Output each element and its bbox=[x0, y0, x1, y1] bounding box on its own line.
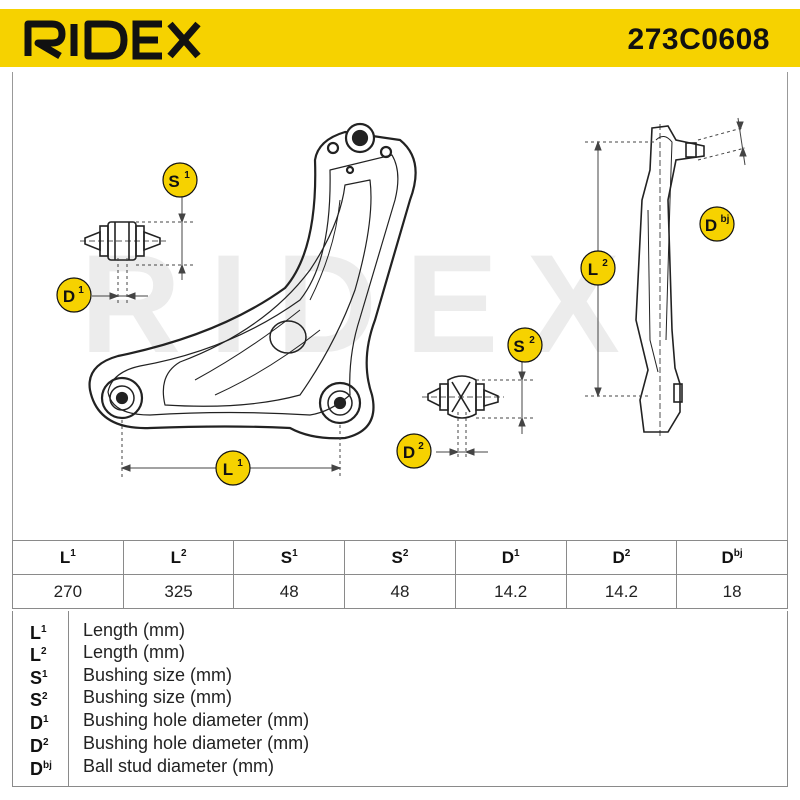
legend-item: D2 Bushing hole diameter (mm) bbox=[30, 733, 310, 756]
specs-value-row: 270 325 48 48 14.2 14.2 18 bbox=[12, 574, 788, 609]
svg-text:D: D bbox=[403, 443, 415, 462]
svg-text:1: 1 bbox=[237, 458, 243, 469]
dimension-d2 bbox=[436, 412, 488, 460]
header-cell: Dbj bbox=[676, 540, 788, 575]
svg-text:2: 2 bbox=[529, 335, 535, 346]
svg-text:2: 2 bbox=[602, 258, 608, 269]
bushing-2-drawing bbox=[422, 375, 504, 419]
legend-item: Dbj Ball stud diameter (mm) bbox=[30, 756, 275, 779]
legend-item: S1 Bushing size (mm) bbox=[30, 665, 233, 688]
ridex-logo bbox=[24, 20, 201, 60]
legend-description: Length (mm) bbox=[83, 642, 186, 662]
bushing-1-drawing bbox=[80, 221, 166, 261]
value-cell: 48 bbox=[344, 574, 456, 609]
svg-text:bj: bj bbox=[721, 214, 730, 225]
svg-text:D: D bbox=[63, 287, 75, 306]
specs-header-row: L1 L2 S1 S2 D1 D2 Dbj bbox=[12, 540, 788, 575]
badge-l2: L 2 bbox=[580, 250, 616, 286]
dimension-s2 bbox=[476, 360, 534, 434]
svg-text:D: D bbox=[705, 216, 717, 235]
value-cell: 18 bbox=[676, 574, 788, 609]
part-number: 273C0608 bbox=[627, 23, 770, 56]
legend-description: Bushing size (mm) bbox=[83, 687, 233, 707]
dimension-dbj bbox=[697, 117, 747, 166]
legend-description: Bushing size (mm) bbox=[83, 665, 233, 685]
badge-d2: D 2 bbox=[396, 433, 432, 469]
legend-item: S2 Bushing size (mm) bbox=[30, 687, 233, 710]
value-cell: 14.2 bbox=[454, 574, 567, 609]
legend-item: L1 Length (mm) bbox=[30, 620, 186, 643]
legend-description: Ball stud diameter (mm) bbox=[83, 756, 275, 776]
svg-text:2: 2 bbox=[418, 441, 424, 452]
value-cell: 48 bbox=[233, 574, 346, 609]
legend-item: D1 Bushing hole diameter (mm) bbox=[30, 710, 310, 733]
header-cell: S1 bbox=[233, 540, 346, 575]
legend-description: Bushing hole diameter (mm) bbox=[83, 710, 310, 730]
header-cell: D2 bbox=[565, 540, 678, 575]
svg-text:L: L bbox=[588, 260, 598, 279]
dimension-d1 bbox=[92, 258, 148, 304]
control-arm-drawing bbox=[88, 122, 417, 440]
value-cell: 325 bbox=[122, 574, 235, 609]
legend-description: Bushing hole diameter (mm) bbox=[83, 733, 310, 753]
legend-divider bbox=[68, 611, 69, 786]
dimension-s1 bbox=[136, 196, 196, 280]
value-cell: 270 bbox=[12, 574, 124, 609]
svg-text:S: S bbox=[168, 172, 179, 191]
legend: L1 Length (mm) L2 Length (mm) S1 Bushing… bbox=[12, 611, 788, 787]
legend-description: Length (mm) bbox=[83, 620, 186, 640]
legend-item: L2 Length (mm) bbox=[30, 642, 186, 665]
drawing-canvas: RIDEX bbox=[56, 117, 747, 486]
technical-drawing bbox=[12, 72, 788, 540]
svg-text:1: 1 bbox=[78, 285, 84, 296]
svg-text:S: S bbox=[513, 337, 524, 356]
header-cell: L1 bbox=[12, 540, 124, 575]
badge-dbj: D bj bbox=[699, 206, 735, 242]
header-cell: L2 bbox=[122, 540, 235, 575]
badge-d1: D 1 bbox=[56, 277, 92, 313]
header-cell: D1 bbox=[454, 540, 567, 575]
header-cell: S2 bbox=[344, 540, 456, 575]
specs-table: L1 L2 S1 S2 D1 D2 Dbj 270 325 48 48 14.2… bbox=[12, 540, 788, 609]
badge-s1: S 1 bbox=[162, 162, 198, 198]
svg-text:1: 1 bbox=[184, 170, 190, 181]
svg-text:L: L bbox=[223, 460, 233, 479]
header: 273C0608 bbox=[0, 0, 800, 72]
value-cell: 14.2 bbox=[565, 574, 678, 609]
control-arm-side-view bbox=[635, 124, 705, 436]
badge-l1: L 1 bbox=[215, 450, 251, 486]
badge-s2: S 2 bbox=[507, 327, 543, 363]
